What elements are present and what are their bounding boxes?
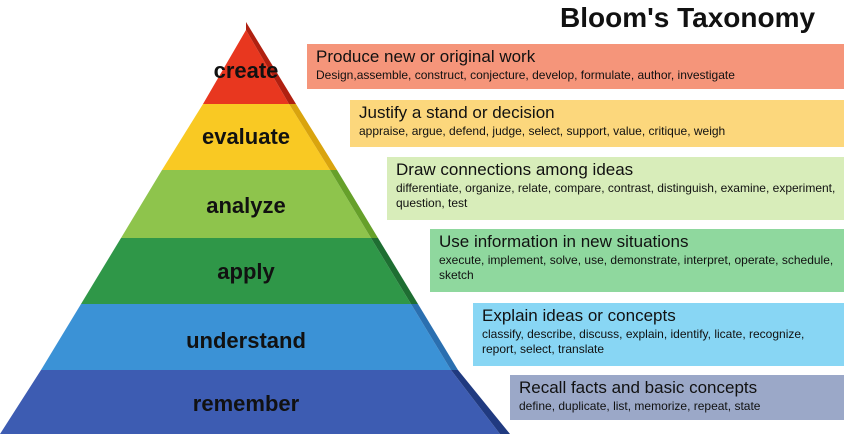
pyramid-edge-analyze bbox=[330, 170, 378, 238]
level-label-understand: understand bbox=[186, 328, 306, 353]
description-heading: Justify a stand or decision bbox=[359, 103, 555, 122]
pyramid-edge-evaluate bbox=[289, 104, 337, 170]
description-verbs: classify, describe, discuss, explain, id… bbox=[482, 327, 805, 356]
pyramid-layer-create bbox=[203, 30, 289, 104]
description-box-evaluate: Justify a stand or decision appraise, ar… bbox=[350, 100, 844, 147]
description-heading: Draw connections among ideas bbox=[396, 160, 634, 179]
description-verbs: differentiate, organize, relate, compare… bbox=[396, 181, 836, 210]
description-box-apply: Use information in new situations execut… bbox=[430, 229, 844, 292]
pyramid-layer-remember bbox=[0, 370, 500, 434]
diagram-title: Bloom's Taxonomy bbox=[560, 2, 816, 33]
pyramid-edge-create bbox=[246, 22, 296, 104]
description-box-remember: Recall facts and basic concepts define, … bbox=[510, 375, 844, 420]
pyramid-layer-analyze bbox=[121, 170, 371, 238]
pyramid-edge-apply bbox=[371, 238, 418, 304]
description-heading: Produce new or original work bbox=[316, 47, 536, 66]
pyramid-layer-apply bbox=[81, 238, 411, 304]
description-box-analyze: Draw connections among ideas differentia… bbox=[387, 157, 844, 220]
pyramid-edge-understand bbox=[411, 304, 458, 370]
pyramid-layer-understand bbox=[41, 304, 451, 370]
pyramid-layer-evaluate bbox=[162, 104, 330, 170]
description-box-understand: Explain ideas or concepts classify, desc… bbox=[473, 303, 844, 366]
description-verbs: define, duplicate, list, memorize, repea… bbox=[519, 399, 761, 413]
description-heading: Recall facts and basic concepts bbox=[519, 378, 758, 397]
level-label-remember: remember bbox=[192, 391, 300, 416]
description-verbs: execute, implement, solve, use, demonstr… bbox=[439, 253, 834, 282]
description-heading: Use information in new situations bbox=[439, 232, 689, 251]
level-label-analyze: analyze bbox=[206, 193, 286, 218]
level-label-apply: apply bbox=[217, 259, 275, 284]
description-verbs: Design,assemble, construct, conjecture, … bbox=[316, 68, 735, 82]
description-box-create: Produce new or original work Design,asse… bbox=[307, 44, 844, 89]
level-label-create: create bbox=[213, 58, 279, 83]
level-label-evaluate: evaluate bbox=[201, 124, 291, 149]
pyramid-edge-remember bbox=[451, 370, 510, 434]
description-verbs: appraise, argue, defend, judge, select, … bbox=[359, 124, 726, 138]
description-heading: Explain ideas or concepts bbox=[482, 306, 676, 325]
